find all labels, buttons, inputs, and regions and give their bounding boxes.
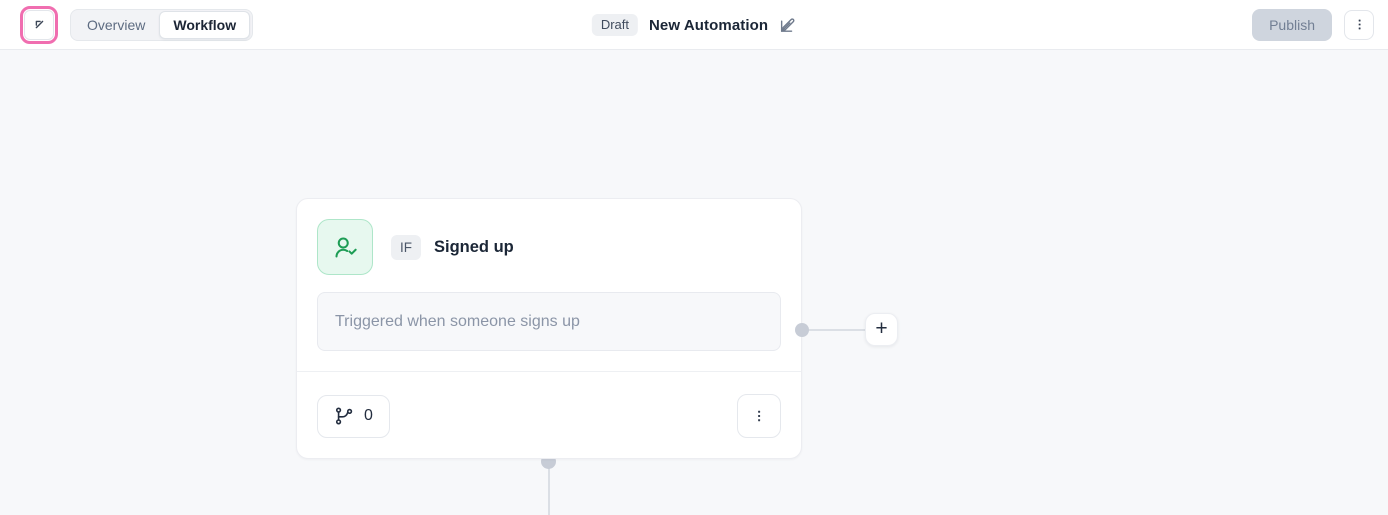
page-title: New Automation — [648, 16, 769, 34]
condition-badge: IF — [391, 234, 421, 260]
connector-line-bottom — [548, 461, 550, 515]
header-menu-button[interactable] — [1344, 9, 1374, 40]
git-branch-icon — [334, 406, 354, 426]
trigger-description-input[interactable]: Triggered when someone signs up — [317, 292, 781, 351]
header-left-group: Overview Workflow — [14, 5, 254, 44]
card-menu-button[interactable] — [737, 394, 781, 438]
user-check-icon — [332, 234, 359, 261]
arrow-up-left-icon — [32, 17, 47, 32]
branch-count: 0 — [364, 407, 373, 424]
branch-count-button[interactable]: 0 — [317, 394, 390, 438]
tab-overview[interactable]: Overview — [87, 16, 146, 33]
add-step-button[interactable]: + — [865, 313, 898, 346]
edit-title-button[interactable] — [779, 17, 796, 34]
top-bar: Overview Workflow Draft New Automation P… — [0, 0, 1388, 50]
connector-dot-right — [795, 323, 809, 337]
tabs-segmented-control: Overview Workflow — [70, 8, 254, 41]
pencil-square-icon — [779, 17, 796, 34]
back-button[interactable] — [20, 5, 58, 44]
kebab-vertical-icon — [752, 409, 766, 423]
trigger-head-texts: IF Signed up — [391, 234, 514, 260]
connector-line-right — [802, 329, 866, 331]
tab-workflow[interactable]: Workflow — [159, 10, 251, 39]
trigger-card[interactable]: IF Signed up Triggered when someone sign… — [296, 198, 802, 459]
kebab-vertical-icon — [1353, 18, 1366, 31]
header-title-group: Draft New Automation — [591, 0, 796, 50]
workflow-canvas[interactable]: IF Signed up Triggered when someone sign… — [0, 50, 1388, 515]
card-divider — [297, 371, 801, 372]
header-right-group: Publish — [1252, 8, 1374, 41]
trigger-card-footer: 0 — [297, 372, 801, 438]
trigger-description-placeholder: Triggered when someone signs up — [335, 312, 580, 330]
trigger-title: Signed up — [434, 237, 514, 256]
status-badge: Draft — [591, 14, 638, 36]
publish-button[interactable]: Publish — [1252, 8, 1332, 41]
trigger-icon-box — [317, 219, 373, 275]
trigger-card-header: IF Signed up — [297, 199, 801, 275]
